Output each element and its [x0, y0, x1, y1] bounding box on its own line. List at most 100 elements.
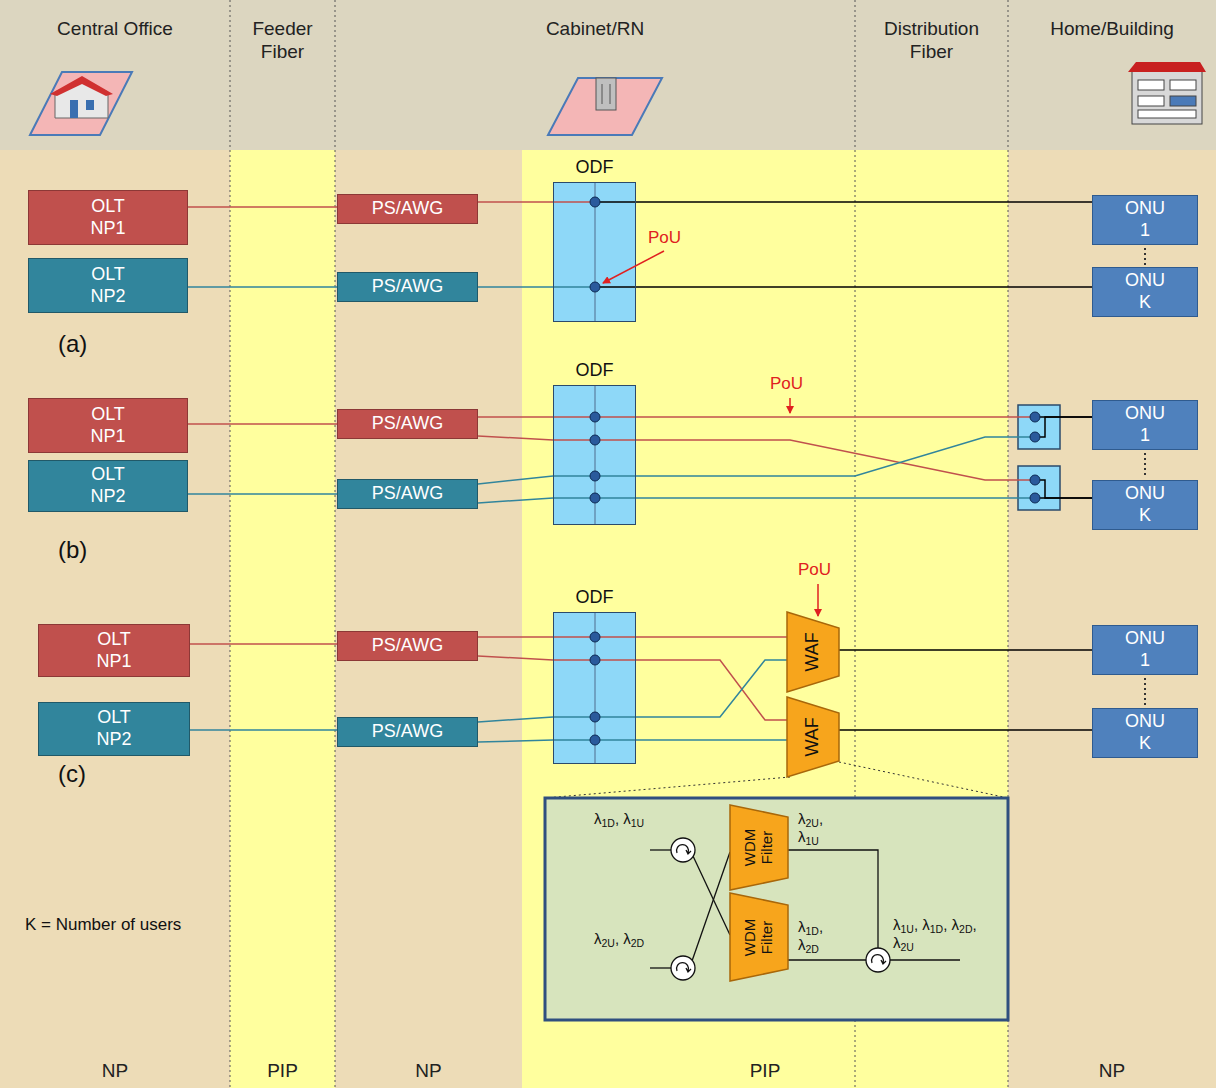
cabinet-icon: [610, 84, 611, 104]
fiber-line: [478, 717, 553, 722]
fiber-line: [636, 440, 1035, 480]
node-label: OLT NP2: [90, 264, 125, 307]
home-connector-box: [1018, 405, 1060, 510]
splitter-box: PS/AWG: [337, 631, 478, 661]
odf-port-stub: [554, 416, 635, 418]
pou-label: PoU: [770, 374, 820, 394]
zoom-line: [545, 777, 790, 798]
circulator-symbol: [677, 963, 692, 972]
fiber-line: [839, 729, 1092, 731]
fiber-link: [636, 660, 787, 720]
fiber-line: [636, 636, 787, 638]
odf-port-stub: [595, 201, 635, 203]
building-icon: [1170, 80, 1196, 90]
node-label: ONU 1: [1125, 403, 1165, 446]
zone-bands: [522, 150, 1008, 1088]
olt-box: OLT NP1: [28, 398, 188, 453]
node-label: WDM Filter: [743, 829, 776, 867]
inset-panel: [545, 798, 1008, 1020]
zone-label: NP: [335, 1060, 522, 1083]
node-label: OLT NP1: [96, 629, 131, 672]
odf-port-stub: [554, 202, 635, 740]
wavelength-label: λ1D, λ2D: [798, 918, 848, 954]
column-header: Feeder Fiber: [230, 18, 335, 64]
zone-label: NP: [0, 1060, 230, 1083]
fiber-line: [190, 643, 337, 645]
panel-letter: (c): [58, 760, 118, 789]
port-dot: [590, 197, 600, 207]
column-separator: [230, 0, 231, 1088]
zoom-line: [545, 762, 1008, 798]
home-connector-box: [1018, 466, 1060, 510]
fiber-link: [188, 494, 337, 495]
panel-label: ODF: [544, 157, 645, 179]
fiber-link: [478, 656, 553, 660]
fiber-link: [636, 660, 787, 717]
zone-bands: [0, 0, 1216, 150]
onu-box: ONU K: [1092, 267, 1198, 317]
circulator-symbol: [671, 838, 695, 862]
fiber-line: [636, 286, 1092, 288]
port-dot: [590, 197, 1040, 745]
splitter-box: PS/AWG: [337, 479, 478, 509]
port-dot: [590, 471, 600, 481]
fiber-link: [636, 417, 1092, 418]
fiber-link: [636, 498, 1092, 499]
panel-letter: (b): [58, 536, 118, 565]
node-label: WDM Filter: [743, 918, 776, 956]
fiber-link: [636, 287, 1092, 288]
fiber-line: [636, 201, 1092, 203]
building-icon: [1170, 96, 1196, 106]
inset-fiber: [890, 959, 960, 960]
node-label: PS/AWG: [372, 198, 443, 220]
fiber-link: [636, 740, 787, 741]
fiber-link: [478, 637, 553, 638]
column-separator: [335, 0, 336, 1088]
port-dot: [590, 712, 600, 722]
inset-fiber: [650, 849, 671, 850]
wavelength-label: λ1D, λ1U: [594, 810, 646, 828]
olt-box: OLT NP1: [38, 624, 190, 677]
node-label: OLT NP1: [90, 404, 125, 447]
odf-inner-line: [594, 183, 595, 763]
building-icon: [1128, 62, 1206, 124]
splitter-box: PS/AWG: [337, 409, 478, 439]
odf-inner-line: [594, 386, 595, 524]
onu-box: ONU 1: [1092, 195, 1198, 245]
inset-fiber: [650, 967, 671, 968]
circulator-symbol: [866, 948, 890, 972]
trapezoid-shape: [787, 612, 839, 692]
inset-fiber: [650, 850, 960, 968]
port-dot: [1030, 493, 1040, 503]
splitter-box: PS/AWG: [337, 272, 478, 302]
column-header: Central Office: [0, 18, 230, 41]
odf-port-stub: [554, 439, 635, 441]
trapezoid-shape: [730, 893, 788, 981]
zone-label: NP: [1008, 1060, 1216, 1083]
node-label: ONU 1: [1125, 198, 1165, 241]
fiber-line: [636, 416, 1035, 418]
wavelength-label: λ1U, λ1D, λ2D, λ2U: [893, 916, 993, 952]
port-dot: [590, 282, 600, 292]
cabinet-icon: [596, 78, 616, 110]
fiber-link: [636, 440, 1092, 498]
home-connector-box: [1018, 405, 1060, 449]
pou-pointer: [603, 251, 818, 616]
fiber-line: [188, 206, 337, 208]
trapezoid-shape: [730, 805, 788, 890]
node-label: OLT NP1: [90, 196, 125, 239]
column-separator: [230, 0, 1008, 1088]
fiber-line: [478, 286, 553, 288]
pou-pointer: [603, 251, 664, 283]
fiber-line: [636, 660, 787, 717]
wdm-filter: WDM Filter: [730, 805, 788, 890]
odf-port-stub: [554, 286, 595, 288]
splitter-box: PS/AWG: [337, 717, 478, 747]
port-dot: [590, 493, 600, 503]
node-label: ONU K: [1125, 270, 1165, 313]
fiber-line: [636, 660, 787, 720]
olt-box: OLT NP1: [28, 190, 188, 245]
odf-inner-line: [594, 183, 595, 321]
